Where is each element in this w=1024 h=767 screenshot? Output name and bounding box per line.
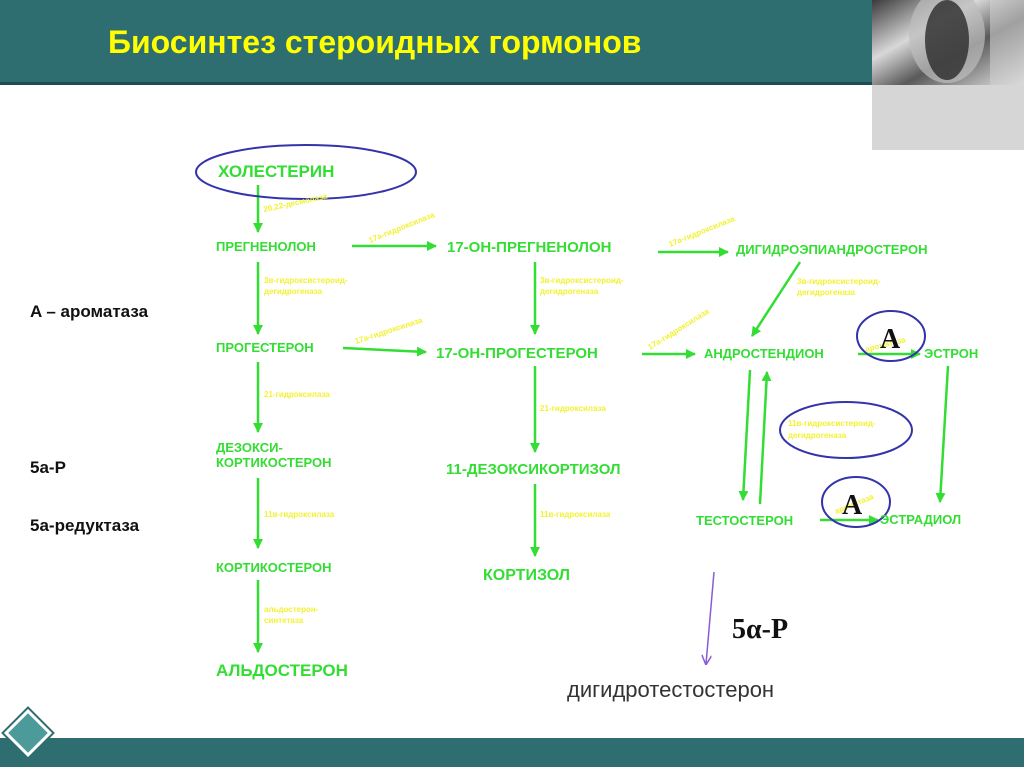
enzyme-hydroxylase17-4: 17a-гидроксилаза — [646, 307, 711, 352]
enzyme-hsd3b-2: дегидрогеназа — [264, 287, 323, 296]
corner-decoration — [872, 0, 1024, 85]
enzyme-hydroxylase11-1: 11в-гидроксилаза — [264, 510, 335, 519]
arrow-estrone-estradiol — [935, 365, 950, 503]
enzyme-hydroxylase17-2: 17a-гидроксилаза — [667, 214, 736, 249]
compound-estradiol: ЭСТРАДИОЛ — [880, 512, 961, 527]
product-dht: дигидротестостерон — [567, 677, 774, 702]
enzyme-hydroxylase21-1: 21-гидроксилаза — [264, 390, 330, 399]
arrow-andro-testo — [738, 369, 752, 501]
enzyme-hydroxylase17-1: 17a-гидроксилаза — [367, 210, 436, 245]
compound-deoxycorticosterone-1: ДЕЗОКСИ- — [216, 440, 283, 455]
enzyme-hsd11-1: 11в-гидроксистероид- — [788, 419, 876, 428]
enzyme-hsd3b-3: 3в-гидроксистероид- — [540, 276, 624, 285]
enzyme-hsd3b-6: дегидрогеназа — [797, 288, 856, 297]
hsd11-circle — [779, 401, 913, 459]
arrow-prog-ohprog — [342, 346, 427, 357]
enzyme-hydroxylase21-2: 21-гидроксилаза — [540, 404, 606, 413]
compound-corticosterone: КОРТИКОСТЕРОН — [216, 560, 332, 575]
enzyme-hydroxylase17-3: 17a-гидроксилаза — [354, 315, 424, 345]
cholesterol-circle — [195, 144, 417, 200]
slide-title: Биосинтез стероидных гормонов — [108, 24, 642, 60]
compound-deoxycorticosterone-2: КОРТИКОСТЕРОН — [216, 455, 332, 470]
legend-reductase-abbr: 5a-P — [30, 458, 66, 477]
compound-testosterone: ТЕСТОСТЕРОН — [696, 513, 793, 528]
enzyme-aldo-syn-2: синтетаза — [264, 616, 304, 625]
compound-cortisol: КОРТИЗОЛ — [483, 567, 570, 584]
compound-estrone: ЭСТРОН — [924, 346, 978, 361]
header-bar: Биосинтез стероидных гормонов — [0, 0, 872, 85]
aromatase-circle-top — [856, 310, 926, 362]
enzyme-hsd3b-5: 3в-гидроксистероид- — [797, 277, 881, 286]
arrow-dhea-andro — [750, 261, 802, 337]
compound-androstenedione: АНДРОСТЕНДИОН — [704, 346, 824, 361]
enzyme-desmolase: 20,22-десмолаза — [263, 192, 329, 214]
aromatase-circle-bottom — [821, 476, 891, 528]
marker-reductase: 5α-P — [732, 614, 788, 645]
footer-bar — [0, 738, 1024, 767]
marker-aromatase-bottom: A — [842, 490, 863, 521]
compound-oh-pregnenolone: 17-ОН-ПРЕГНЕНОЛОН — [447, 239, 611, 256]
compound-deoxycortisol: 11-ДЕЗОКСИКОРТИЗОЛ — [446, 461, 621, 478]
enzyme-hsd3b-4: дегидрогеназа — [540, 287, 599, 296]
enzyme-hsd11-2: дегидрогеназа — [788, 431, 847, 440]
arrow-testo-andro — [758, 371, 772, 505]
legend-aromatase: A – ароматаза — [30, 302, 149, 321]
marker-aromatase-top: A — [880, 324, 901, 355]
arrow-testo-dht — [706, 571, 715, 664]
compound-aldosterone: АЛЬДОСТЕРОН — [216, 661, 348, 680]
enzyme-hsd3b-1: 3в-гидроксистероид- — [264, 276, 348, 285]
compound-oh-progesterone: 17-ОН-ПРОГЕСТЕРОН — [436, 345, 598, 362]
legend-reductase: 5a-редуктаза — [30, 516, 140, 535]
compound-dhea: ДИГИДРОЭПИАНДРОСТЕРОН — [736, 242, 927, 257]
enzyme-aldo-syn-1: альдостерон- — [264, 605, 319, 614]
compound-cholesterol: ХОЛЕСТЕРИН — [218, 162, 334, 181]
corner-grey-block — [872, 85, 1024, 150]
compound-progesterone: ПРОГЕСТЕРОН — [216, 340, 314, 355]
enzyme-hydroxylase11-2: 11в-гидроксилаза — [540, 510, 611, 519]
compound-pregnenolone: ПРЕГНЕНОЛОН — [216, 239, 316, 254]
